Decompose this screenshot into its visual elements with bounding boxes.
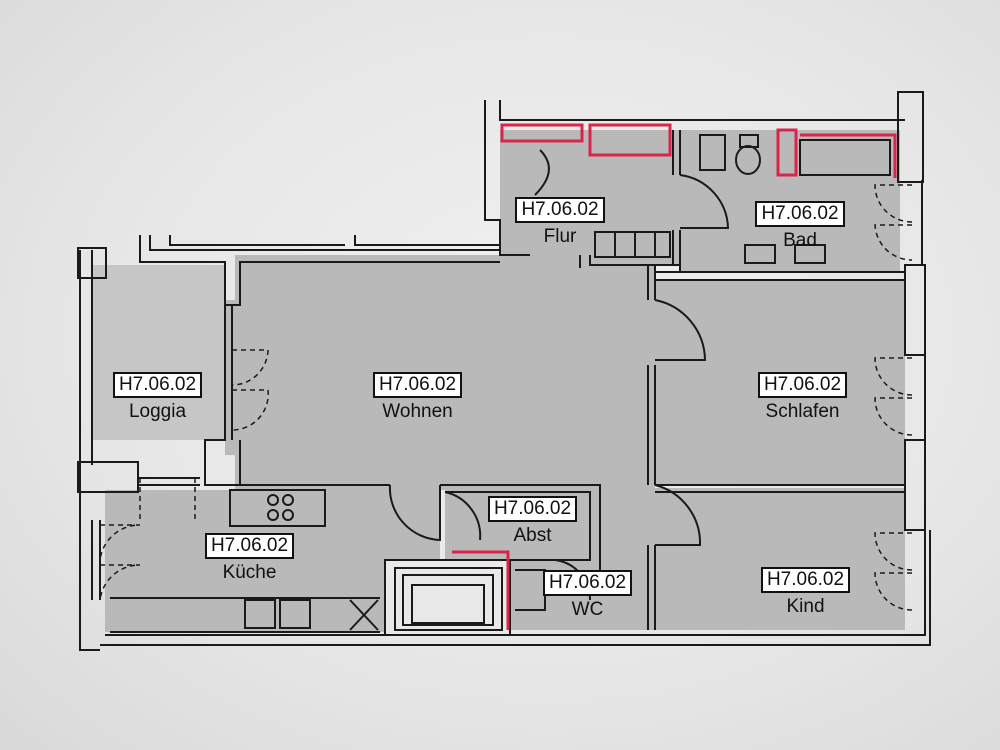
room-code: H7.06.02 [542, 570, 633, 596]
fill-corridor [590, 265, 655, 560]
room-name: WC [571, 599, 604, 620]
room-code: H7.06.02 [515, 197, 605, 223]
room-label-wc: H7.06.02 WC [530, 570, 645, 622]
room-label-kueche: H7.06.02 Küche [192, 533, 307, 585]
room-label-bad: H7.06.02 Bad [745, 201, 855, 253]
room-label-loggia: H7.06.02 Loggia [100, 372, 215, 424]
fill-wohnen [225, 255, 655, 560]
room-code: H7.06.02 [204, 533, 295, 559]
walls [77, 91, 931, 651]
highlighted-walls [452, 123, 897, 630]
room-code: H7.06.02 [760, 567, 851, 593]
room-label-wohnen: H7.06.02 Wohnen [360, 372, 475, 424]
room-label-flur: H7.06.02 Flur [505, 197, 615, 249]
room-label-kind: H7.06.02 Kind [748, 567, 863, 619]
room-code: H7.06.02 [757, 372, 848, 398]
room-name: Schlafen [765, 401, 840, 422]
room-name: Küche [222, 562, 277, 583]
fill-kind [655, 488, 905, 630]
windows [99, 184, 913, 611]
room-name: Wohnen [382, 401, 453, 422]
room-name: Abst [513, 525, 552, 546]
room-code: H7.06.02 [372, 372, 463, 398]
room-code: H7.06.02 [487, 496, 578, 522]
room-code: H7.06.02 [755, 201, 845, 227]
room-label-schlafen: H7.06.02 Schlafen [745, 372, 860, 424]
room-name: Kind [786, 596, 825, 617]
room-name: Flur [543, 226, 577, 247]
room-label-abst: H7.06.02 Abst [475, 496, 590, 548]
room-name: Loggia [128, 401, 187, 422]
room-name: Bad [783, 230, 817, 251]
room-code: H7.06.02 [112, 372, 203, 398]
